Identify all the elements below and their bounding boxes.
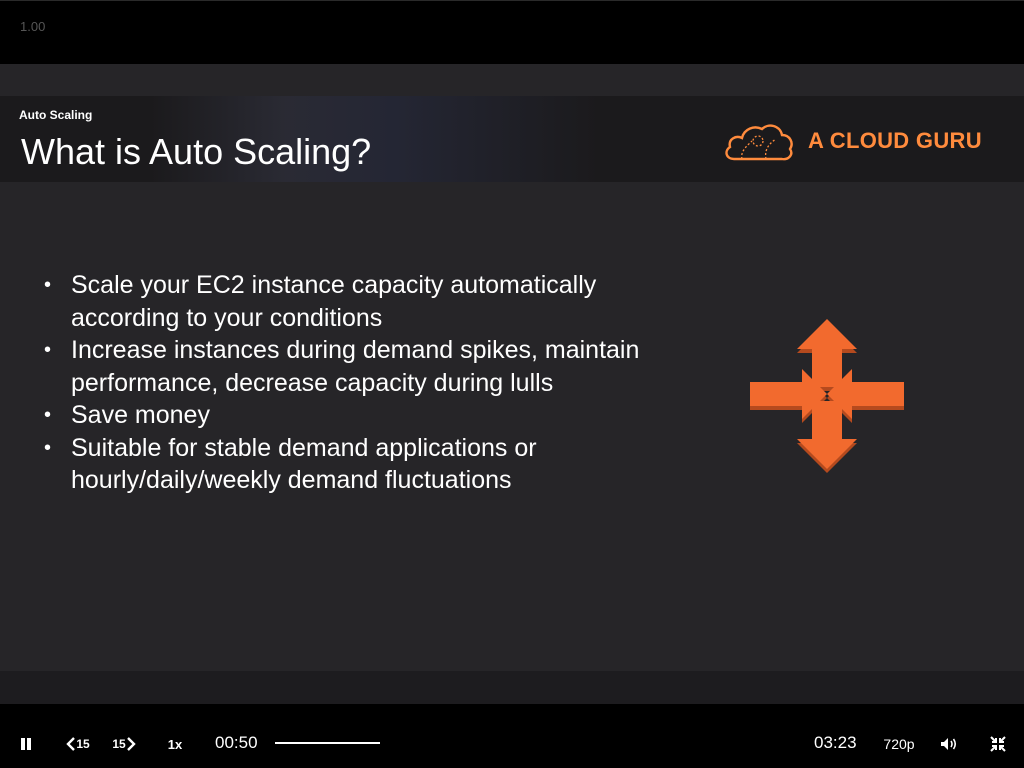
volume-button[interactable] <box>937 732 961 756</box>
quality-button[interactable]: 720p <box>883 736 915 752</box>
bullet-marker: • <box>44 404 52 426</box>
volume-icon <box>941 738 957 750</box>
bullet-text: Suitable for stable demand applications … <box>71 433 537 495</box>
forward-15-icon <box>126 737 136 751</box>
exit-fullscreen-icon <box>990 736 1006 752</box>
bullet-list: • Scale your EC2 instance capacity automa… <box>44 269 684 497</box>
logo-text: A CLOUD GURU <box>808 128 982 153</box>
slide-title: What is Auto Scaling? <box>21 131 372 172</box>
duration-time: 03:23 <box>814 733 857 752</box>
a-cloud-guru-logo: A CLOUD GURU <box>722 118 982 164</box>
playback-speed-button[interactable]: 1x <box>167 736 183 752</box>
bullet-text: Save money <box>71 401 210 429</box>
pause-icon <box>21 738 31 750</box>
current-time: 00:50 <box>215 733 258 752</box>
rewind-15-label: 15 <box>76 737 90 751</box>
zoom-level-label: 1.00 <box>20 19 46 34</box>
slide-footer <box>0 671 1024 704</box>
player-control-bar: 15 15 1x 00:50 03:23 720p <box>0 704 1024 768</box>
bullet-item: • Scale your EC2 instance capacity automa… <box>44 269 684 334</box>
slide-header <box>0 96 1024 182</box>
slide-breadcrumb: Auto Scaling <box>19 108 93 122</box>
bullet-marker: • <box>44 339 52 361</box>
auto-scaling-arrows-icon <box>750 319 904 473</box>
rewind-15-icon <box>66 737 76 751</box>
bullet-item: • Save money <box>44 399 684 432</box>
forward-15-label: 15 <box>112 737 126 751</box>
forward-15-button[interactable]: 15 <box>108 732 140 756</box>
player-top-bar: 1.00 <box>0 0 1024 64</box>
progress-bar[interactable] <box>275 742 380 744</box>
cloud-logo-icon <box>725 124 793 161</box>
progress-bar-fill <box>275 742 380 744</box>
bullet-item: • Increase instances during demand spikes… <box>44 334 684 399</box>
bullet-marker: • <box>44 274 52 296</box>
pause-button[interactable] <box>14 732 38 756</box>
video-frame-slide[interactable]: Auto Scaling What is Auto Scaling? A CLO… <box>0 64 1024 704</box>
bullet-marker: • <box>44 436 52 459</box>
exit-fullscreen-button[interactable] <box>986 732 1010 756</box>
bullet-item: • Suitable for stable demand applications… <box>44 432 684 497</box>
bullet-text: Scale your EC2 instance capacity automat… <box>71 271 597 332</box>
presenter-overlay <box>150 96 600 182</box>
rewind-15-button[interactable]: 15 <box>62 732 94 756</box>
bullet-text: Increase instances during demand spikes,… <box>71 336 640 397</box>
